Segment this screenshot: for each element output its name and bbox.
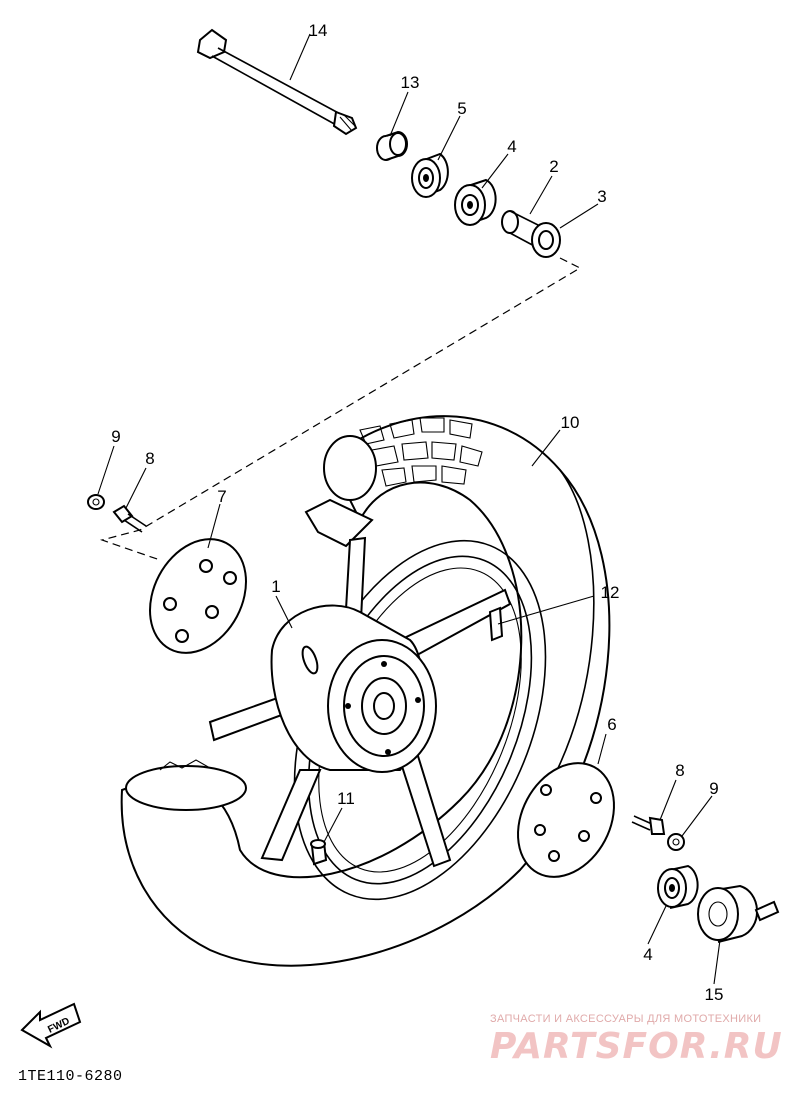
callout-14: 14 xyxy=(309,21,328,40)
callout-8-left: 8 xyxy=(145,449,154,468)
bearing-part-4-top xyxy=(454,178,497,226)
callout-10: 10 xyxy=(561,413,580,432)
brake-disc-part-6 xyxy=(517,762,615,878)
diagram-code: 1TE110-6280 xyxy=(18,1068,123,1085)
axle-part-14 xyxy=(196,28,358,136)
callout-15: 15 xyxy=(705,985,724,1004)
nut-part-9-left xyxy=(87,494,105,510)
brake-disc-part-7 xyxy=(149,538,247,654)
callout-7: 7 xyxy=(217,487,226,506)
watermark-brand: PARTSFOR.RU xyxy=(490,1026,783,1067)
gear-unit-part-15 xyxy=(697,884,780,943)
callout-2: 2 xyxy=(549,157,558,176)
callout-9-right: 9 xyxy=(709,779,718,798)
fwd-arrow-icon: FWD xyxy=(20,1002,82,1049)
callout-8-right: 8 xyxy=(675,761,684,780)
bearing-part-5 xyxy=(411,152,449,198)
nut-part-9-right xyxy=(667,833,685,851)
wheel-part-1 xyxy=(208,536,547,901)
bolt-part-8-left xyxy=(112,504,147,533)
valve-part-11 xyxy=(310,839,328,866)
callout-9-left: 9 xyxy=(111,427,120,446)
callout-1: 1 xyxy=(271,577,280,596)
bolt-part-8-right xyxy=(631,815,666,835)
callout-11: 11 xyxy=(337,789,355,808)
callout-13: 13 xyxy=(401,73,420,92)
callout-4-top: 4 xyxy=(507,137,516,156)
callout-12: 12 xyxy=(601,583,620,602)
callout-6: 6 xyxy=(607,715,616,734)
seal-part-3 xyxy=(531,222,561,258)
callout-4-bottom: 4 xyxy=(643,945,652,964)
balance-weight-part-12 xyxy=(488,606,504,642)
callout-3: 3 xyxy=(597,187,606,206)
bearing-part-4-bottom xyxy=(657,864,699,909)
spacer-part-13 xyxy=(376,130,408,161)
leader-lines xyxy=(97,33,721,985)
tire-tread xyxy=(359,417,483,487)
watermark-tagline: ЗАПЧАСТИ И АКСЕССУАРЫ ДЛЯ МОТОТЕХНИКИ xyxy=(490,1013,762,1025)
callout-5: 5 xyxy=(457,99,466,118)
